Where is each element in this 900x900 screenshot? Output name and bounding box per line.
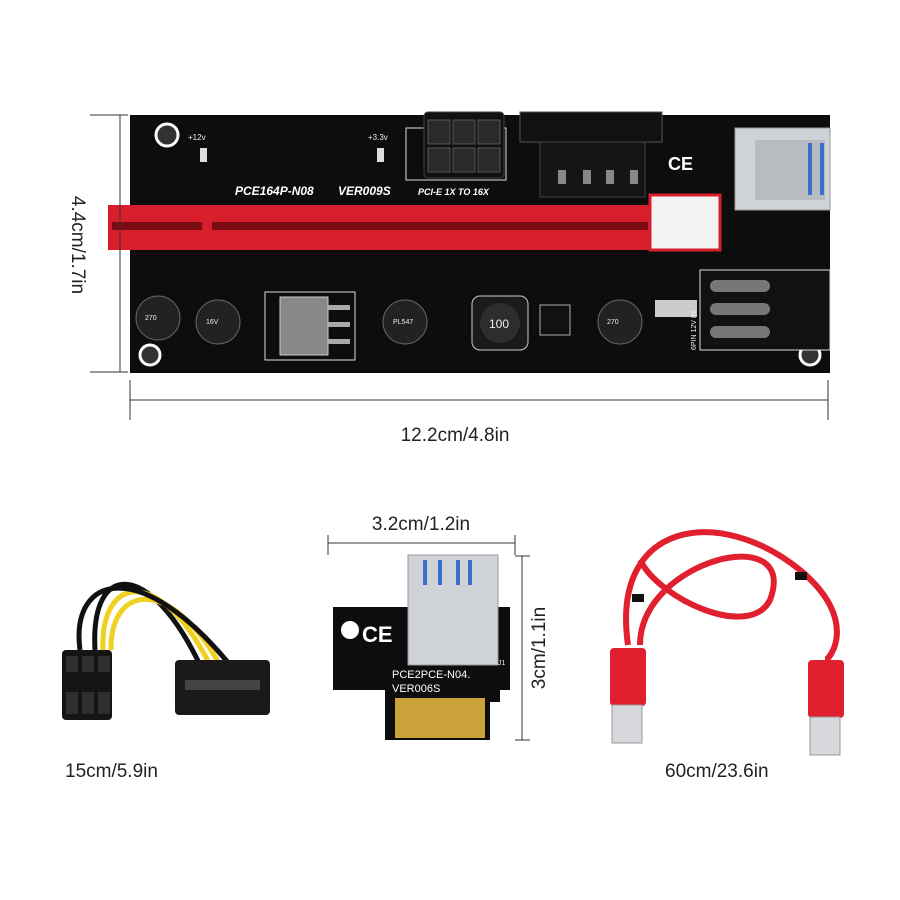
led-d3 [200,148,207,162]
ic-chip [539,304,571,336]
usb3-cable [610,529,844,756]
svg-text:CE: CE [362,622,393,647]
v33-label: +3.3v [368,133,388,142]
usb-plug-right [808,660,844,718]
voltage-regulator [279,296,329,356]
pcie-to-sata-power-cable [62,581,270,720]
svg-text:12.2cm/4.8in: 12.2cm/4.8in [401,425,510,446]
adapter-version: VER006S [392,683,440,695]
adapter-model: PCE2PCE-N04. [392,669,470,681]
riser-board: +12v +3.3v PCE164P-N08 VER009S PCI-E 1X … [108,111,831,373]
svg-text:100: 100 [489,317,509,331]
led-d4 [377,148,384,162]
adapter-width-dimension: 3.2cm/1.2in [327,514,516,555]
slot-latch [648,193,722,252]
svg-text:J1: J1 [498,660,506,667]
svg-text:PL547: PL547 [393,319,413,326]
svg-text:3cm/1.1in: 3cm/1.1in [529,607,550,689]
capacitor: 16V [195,299,241,345]
svg-text:4.4cm/1.7in: 4.4cm/1.7in [67,196,88,294]
capacitor: PL547 [382,299,428,345]
capacitor: 270 [135,295,181,341]
mount-hole [138,343,162,367]
svg-text:16V: 16V [206,319,219,326]
riser-height-dimension: 4.4cm/1.7in [67,114,128,373]
slot-label: PCI-E 1X TO 16X [418,187,490,197]
adapter-height-dimension: 3cm/1.1in [515,555,550,741]
regulator-outline [264,291,356,361]
molex-connector [519,111,663,143]
svg-text:270: 270 [145,315,157,322]
usb-plug-left [610,648,646,706]
ce-mark: CE [668,154,693,174]
gold-fingers [395,698,485,738]
riser-model: PCE164P-N08 [235,184,314,198]
usb-cable-length: 60cm/23.6in [665,761,769,782]
svg-text:270: 270 [607,319,619,326]
v12-label: +12v [188,133,206,142]
power-in-label: 6PIN 12V IN [691,311,698,350]
power-cable-length: 15cm/5.9in [65,761,158,782]
mount-hole [154,122,180,148]
fuse [655,300,697,317]
usb-blue-tongue [808,143,824,195]
usb-adapter-card: CE PCE2PCE-N04. VER006S J1 [333,554,510,740]
usb3-port [407,554,499,666]
svg-text:3.2cm/1.2in: 3.2cm/1.2in [372,514,470,535]
riser-version: VER009S [338,184,391,198]
capacitor: 270 [597,299,643,345]
riser-width-dimension: 12.2cm/4.8in [129,380,829,446]
